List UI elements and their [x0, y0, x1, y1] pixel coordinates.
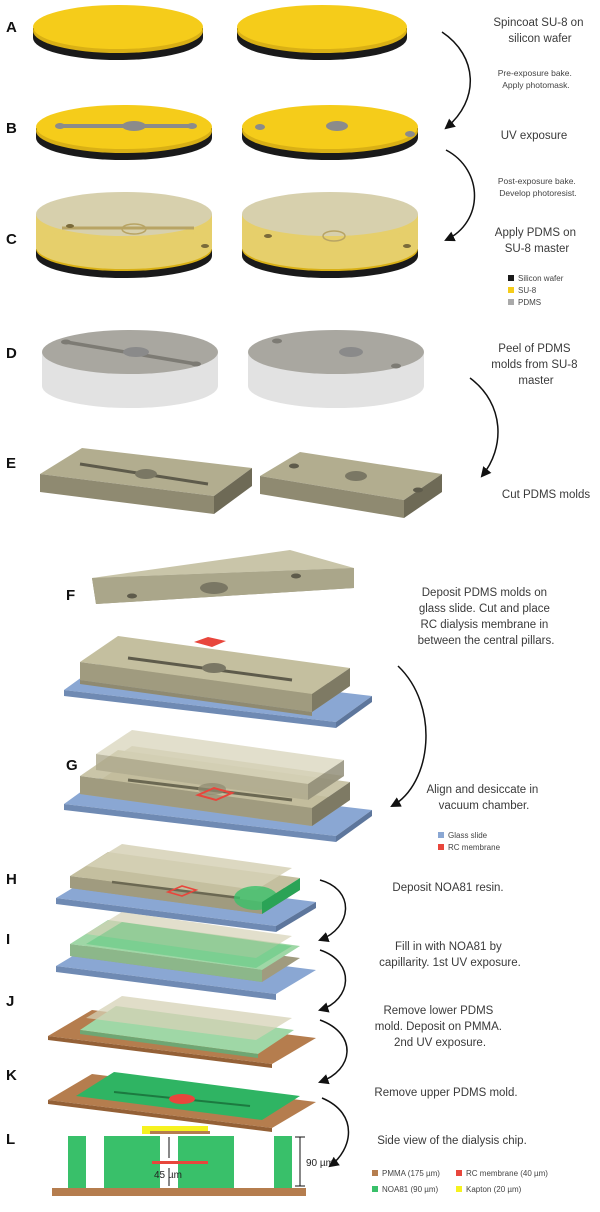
caption-h: Deposit NOA81 resin.	[392, 882, 503, 894]
pmma-base	[52, 1188, 306, 1196]
legend-materials-2: Glass slide RC membrane	[438, 831, 501, 852]
caption-bc: Post-exposure bake. Develop photoresist.	[498, 176, 578, 198]
step-e-pdms-molds	[40, 448, 442, 518]
pdms-disk-right	[248, 330, 424, 408]
pdms-mold-e-right	[260, 452, 442, 518]
step-j-assembly	[48, 996, 316, 1068]
rc-membrane-l	[152, 1161, 208, 1164]
pdms-mold-f-bottom	[80, 636, 350, 716]
wafer-b-right	[242, 105, 418, 160]
captions: Spincoat SU-8 on silicon wafer Pre-expos…	[374, 17, 590, 1147]
pdms-mold-e-left	[40, 448, 252, 514]
step-h-assembly	[56, 844, 316, 932]
rc-membrane-k	[169, 1094, 195, 1104]
caption-a: Spincoat SU-8 on silicon wafer	[493, 17, 586, 45]
legend-pmma: PMMA (175 µm)	[382, 1169, 440, 1178]
step-d-pdms-disks	[42, 330, 424, 408]
step-label-b: B	[6, 120, 17, 137]
caption-i: Fill in with NOA81 by capillarity. 1st U…	[379, 941, 521, 969]
step-i-assembly	[56, 912, 316, 1000]
step-label-c: C	[6, 231, 17, 248]
step-g-assembly	[64, 730, 372, 842]
caption-d: Peel of PDMS molds from SU-8 master	[491, 343, 580, 387]
rc-membrane-piece	[194, 637, 226, 647]
wafer-c-left	[36, 192, 212, 278]
caption-c: Apply PDMS on SU-8 master	[495, 227, 579, 255]
step-l-side-view: 90 µm 45 µm	[52, 1126, 334, 1196]
wafer-b-left	[36, 105, 212, 160]
kapton-layer	[142, 1126, 208, 1134]
legend-materials-1: Silicon wafer SU-8 PDMS	[508, 274, 564, 307]
dim-total: 90 µm	[306, 1158, 334, 1169]
dim-lower: 45 µm	[154, 1170, 182, 1181]
step-label-j: J	[6, 993, 14, 1010]
wafer-a-right	[237, 5, 407, 60]
step-label-l: L	[6, 1131, 15, 1148]
step-label-i: I	[6, 931, 10, 948]
step-label-f: F	[66, 587, 75, 604]
step-c-wafers	[36, 192, 418, 278]
caption-k: Remove upper PDMS mold.	[374, 1087, 517, 1099]
step-a-wafers	[33, 5, 407, 60]
step-b-wafers	[36, 105, 418, 160]
step-f-assembly	[64, 550, 372, 728]
step-label-h: H	[6, 871, 17, 888]
caption-f: Deposit PDMS molds on glass slide. Cut a…	[418, 587, 555, 647]
legend-su8: SU-8	[518, 286, 537, 295]
legend-rc: RC membrane	[448, 843, 501, 852]
legend-pdms: PDMS	[518, 298, 541, 307]
legend-materials-3: PMMA (175 µm) RC membrane (40 µm) NOA81 …	[372, 1169, 548, 1194]
legend-silicon: Silicon wafer	[518, 274, 564, 283]
legend-glass: Glass slide	[448, 831, 488, 840]
step-label-a: A	[6, 19, 17, 36]
caption-g: Align and desiccate in vacuum chamber.	[426, 784, 541, 812]
caption-b: UV exposure	[501, 130, 567, 142]
pdms-disk-left	[42, 330, 218, 408]
wafer-a-left	[33, 5, 203, 60]
process-arrows	[317, 31, 499, 1168]
step-k-assembly	[48, 1072, 316, 1132]
flipped-pdms-mold	[92, 550, 354, 604]
wafer-c-right	[242, 192, 418, 278]
step-labels: A B C D E F G H I J K L	[6, 19, 78, 1148]
step-label-g: G	[66, 757, 78, 774]
step-label-d: D	[6, 345, 17, 362]
legend-noa81: NOA81 (90 µm)	[382, 1185, 439, 1194]
rc-membrane-g	[195, 786, 235, 802]
legend-rc-membrane: RC membrane (40 µm)	[466, 1169, 548, 1178]
caption-l: Side view of the dialysis chip.	[377, 1135, 527, 1147]
legend-kapton: Kapton (20 µm)	[466, 1185, 522, 1194]
caption-e: Cut PDMS molds	[502, 489, 590, 501]
caption-j: Remove lower PDMS mold. Deposit on PMMA.…	[375, 1005, 505, 1049]
step-label-k: K	[6, 1067, 17, 1084]
caption-ab: Pre-exposure bake. Apply photomask.	[498, 68, 575, 90]
step-label-e: E	[6, 455, 16, 472]
